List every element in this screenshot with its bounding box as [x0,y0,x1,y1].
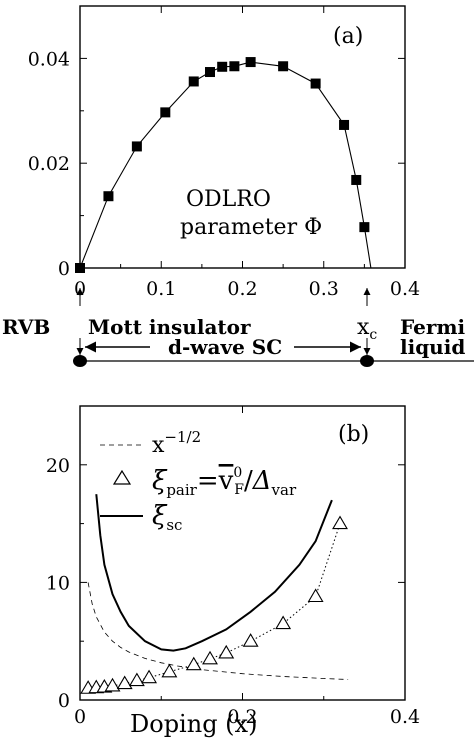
panel-a-ticks [79,6,406,269]
odlro-data-point [188,76,199,87]
xi-pair-data-point [332,515,348,530]
legend-xi-pair-sub: pair [166,481,197,499]
odlro-data-point [160,107,171,118]
odlro-data-point [75,263,85,273]
legend-triangle-marker [112,469,132,485]
odlro-data-point [131,141,142,152]
odlro-data-point [351,174,362,185]
odlro-data-point [245,57,256,68]
legend-xi-pair-v-sup: 0 [233,465,242,481]
xi-pair-data-point [141,669,158,684]
odlro-data-point [359,222,370,233]
legend-xi-sc-label: ξsc [152,501,182,534]
panel-b-tick-labels: 0 0.2 0.4 0 10 20 [46,455,420,728]
odlro-data-point [310,78,321,89]
rvb-label: RVB [2,315,50,339]
legend-xi-pair-v-sub: F [234,482,244,498]
legend-xi-pair-delta: Δ [252,466,272,496]
legend-xi-pair-v: v [218,466,234,496]
xi-sc-curve [95,494,333,652]
dwave-label: d-wave SC [168,335,282,359]
panel-b-xtick-label: 0 [74,706,86,728]
odlro-data-point [103,191,114,202]
panel-a-odlro-points [75,57,370,273]
odlro-data-point [339,119,350,130]
odlro-annotation-line2: parameter Φ [180,215,322,240]
xi-pair-data-point [275,615,292,630]
xc-label: xc [357,315,377,343]
xi-pair-data-point [128,672,145,687]
fermi-label-line1: Fermi [400,315,466,339]
panel-b-frame [79,405,406,701]
xc-base: x [357,315,370,340]
panel-b-ticks [79,406,406,701]
xi-pair-data-point [307,588,324,603]
odlro-data-point [278,61,289,72]
panel-a-ytick-label: 0 [58,258,70,280]
xi-pair-points [80,515,348,694]
odlro-data-point [205,67,215,78]
odlro-annotation-line1: ODLRO [186,187,271,212]
xi-pair-data-point [116,675,133,690]
legend-xi-pair-xi: ξ [152,466,168,496]
xi-pair-data-point [185,656,202,671]
panel-a-xtick-label: 0.3 [309,278,339,300]
x-inverse-sqrt-curve [87,582,349,680]
panel-a-ytick-label: 0.04 [28,48,70,70]
legend-dashed-base: x [152,433,165,458]
xi-pair-data-point [242,633,259,647]
panel-b-ytick-label: 0 [58,690,70,712]
rvb-dot [73,355,87,367]
panel-b-ytick-label: 10 [46,572,70,594]
odlro-data-point [229,61,240,72]
legend-xi-pair-eq: = [197,466,219,496]
xi-pair-data-point [161,663,178,678]
panel-b-label: (b) [338,422,369,447]
legend-xi-sc-sub: sc [166,516,182,534]
legend-xi-sc-xi: ξ [152,501,168,531]
odlro-data-point [217,61,228,72]
panel-b-xtick-label: 0.4 [390,706,420,728]
legend-xi-pair-delta-sub: var [271,481,297,499]
xi-pair-data-point [202,650,218,665]
xi-pair-data-point [104,677,121,692]
xc-sub: c [369,327,377,343]
panel-a-xtick-label: 0.4 [390,278,420,300]
panel-b-xtick-label: 0.2 [227,706,257,728]
x-axis-label: Doping (x) [130,710,257,738]
xc-dot [360,355,374,367]
panel-a-xtick-label: 0.2 [227,278,257,300]
legend-xi-pair-div: / [244,466,253,496]
fermi-label-line2: liquid [400,335,465,359]
panel-a-ytick-label: 0.02 [28,153,70,175]
mott-label: Mott insulator [88,315,251,339]
phase-diagram: RVB Mott insulator d-wave SC xc Fermi li… [2,288,474,367]
xi-pair-data-point [218,644,235,659]
panel-a-xtick-label: 0.1 [146,278,176,300]
panel-b-ytick-label: 20 [46,455,70,477]
legend-dashed-sup: −1/2 [164,428,201,446]
panel-a-label: (a) [333,24,363,49]
legend-dashed-label: x−1/2 [152,428,201,458]
